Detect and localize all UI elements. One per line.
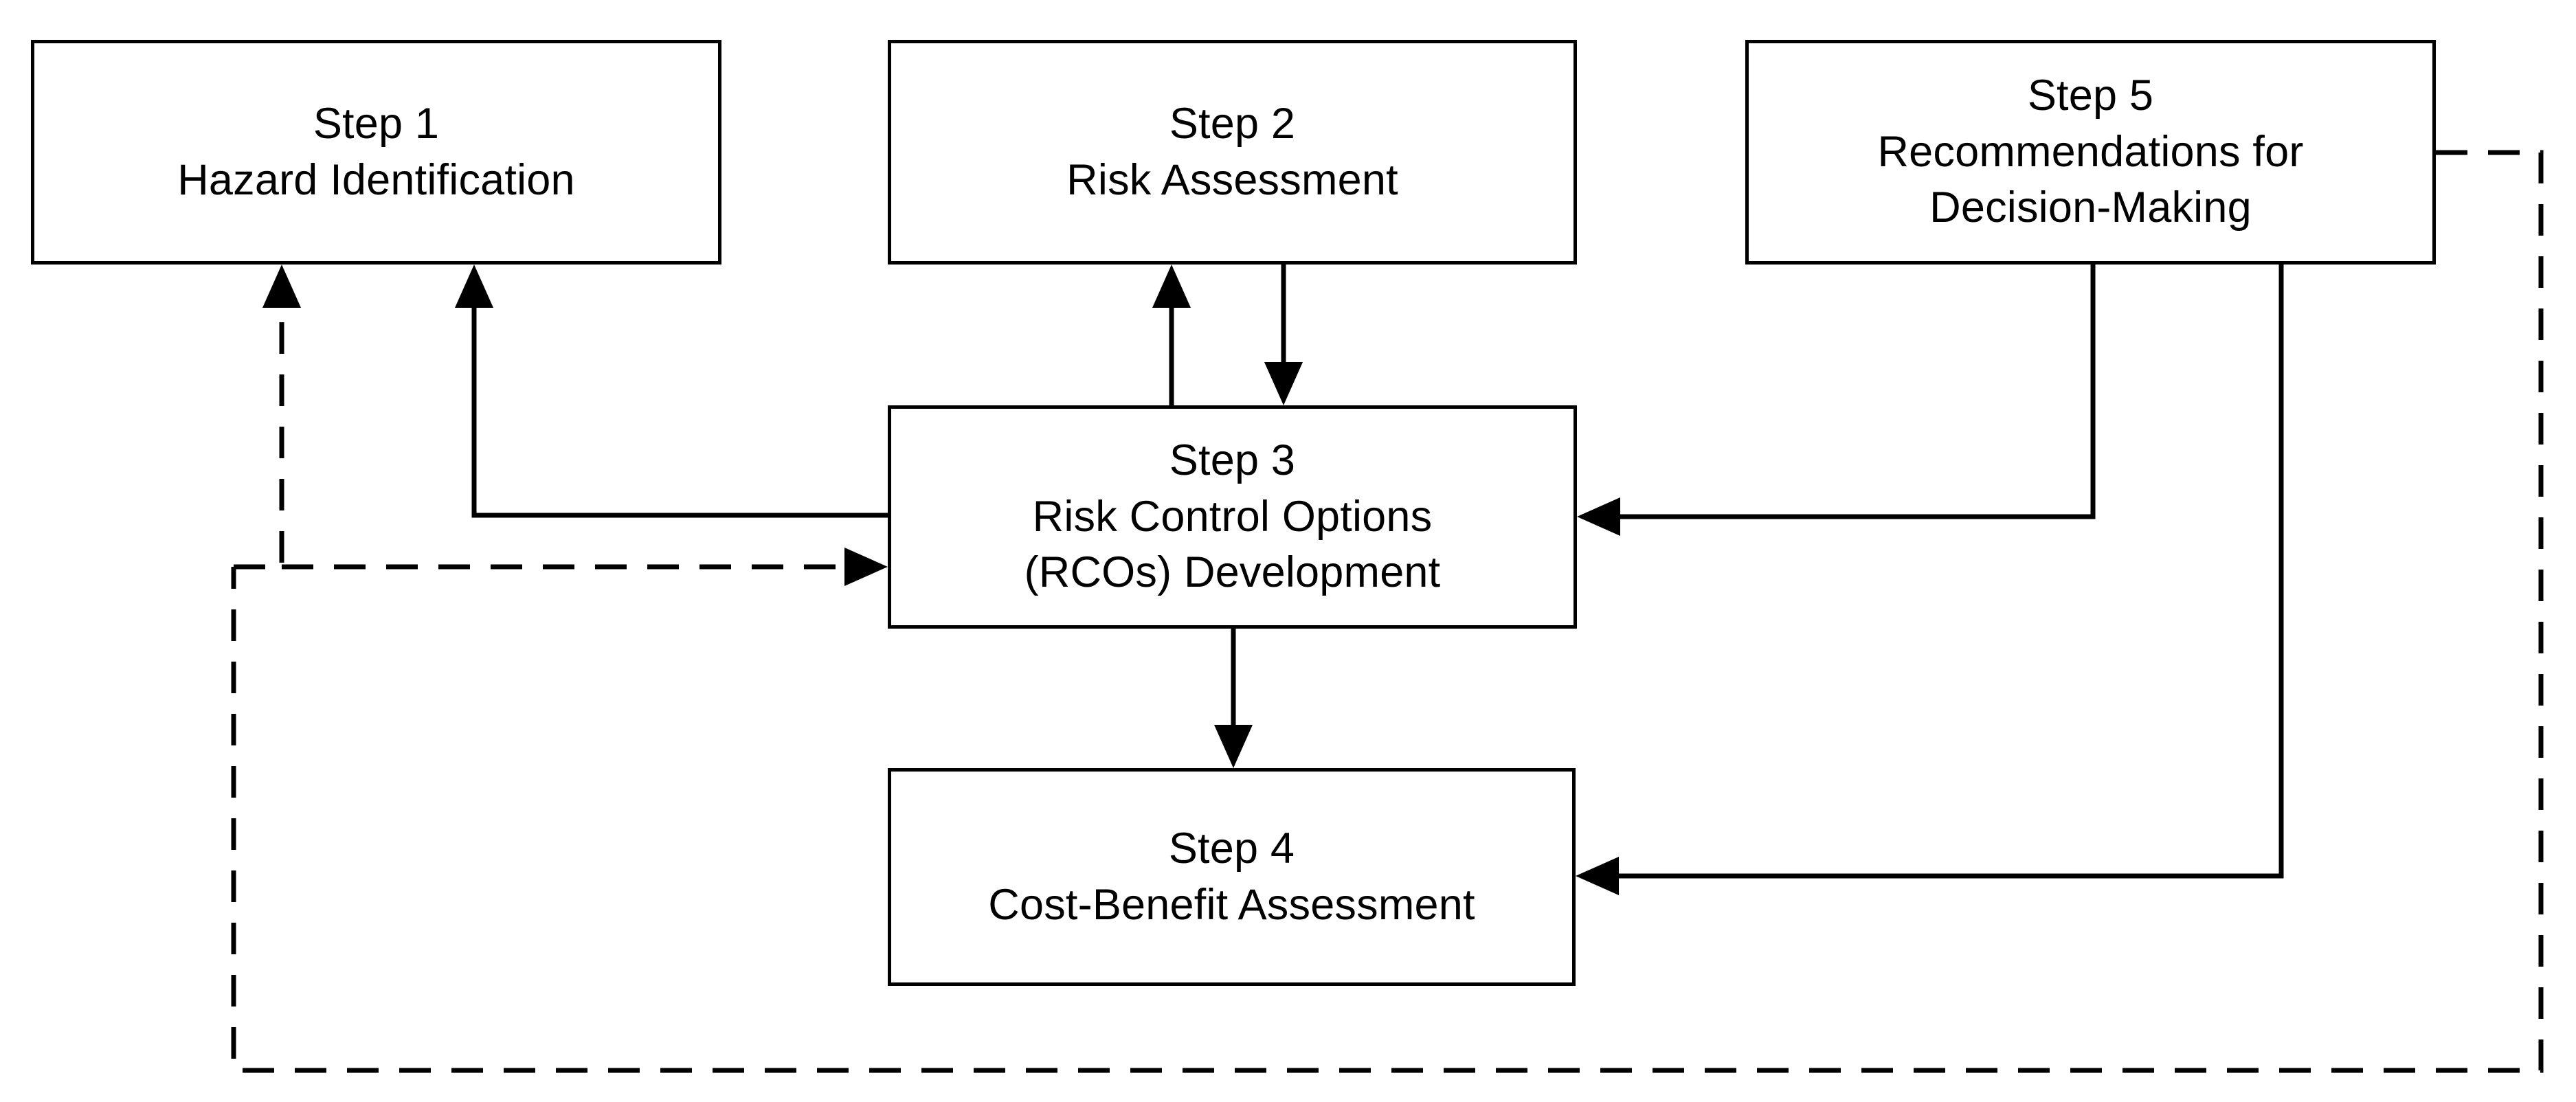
node-step2[interactable]: Step 2 Risk Assessment [888,40,1577,265]
node-step5[interactable]: Step 5 Recommendations for Decision-Maki… [1745,40,2436,265]
connector-step3-to-step1 [455,265,888,518]
node-step2-line2: Risk Assessment [1066,155,1398,204]
connector-step5-to-step3 [1577,265,2096,536]
connector-step3-to-step2 [1152,265,1191,405]
node-step5-line3: Decision-Making [1929,183,2252,232]
node-step3[interactable]: Step 3 Risk Control Options (RCOs) Devel… [888,405,1577,629]
node-step5-line2: Recommendations for [1877,127,2304,176]
node-step2-heading: Step 2 [1169,99,1296,148]
node-step4-heading: Step 4 [1168,824,1295,873]
node-step1-heading: Step 1 [313,99,440,148]
node-step3-heading: Step 3 [1169,436,1296,484]
node-step4[interactable]: Step 4 Cost-Benefit Assessment [888,768,1576,986]
node-step4-line2: Cost-Benefit Assessment [988,880,1475,929]
node-step1-line2: Hazard Identification [177,155,575,204]
node-step3-line3: (RCOs) Development [1024,548,1441,597]
node-step5-heading: Step 5 [2027,71,2154,120]
connector-step3-to-step4 [1214,629,1253,768]
connector-step5-to-step4 [1576,265,2284,895]
connector-step5-feedback-to-step3 [282,548,888,586]
connector-step2-to-step3 [1264,265,1303,405]
connector-step5-feedback-to-step1 [231,150,2544,1073]
node-step3-line2: Risk Control Options [1032,492,1433,541]
node-step1[interactable]: Step 1 Hazard Identification [31,40,721,265]
